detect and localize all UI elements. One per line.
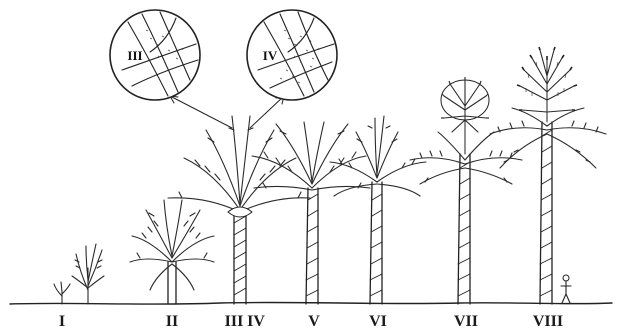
stage-vii-palm: [410, 77, 522, 304]
arrow-to-inset-iii: [170, 96, 232, 128]
inset-iii-label: III: [127, 48, 142, 63]
arrow-to-inset-iv: [250, 96, 284, 128]
stage-iii-iv-palm: [168, 116, 310, 304]
inset-iv-magnifier: IV: [247, 10, 337, 100]
inset-iv-label: IV: [263, 48, 278, 63]
stage-label-vi: VI: [369, 313, 387, 330]
stage-vi-palm: [330, 116, 426, 304]
stage-viii-palm: [490, 47, 606, 304]
human-scale-figure: [561, 275, 571, 303]
stage-i-seedling: [54, 244, 104, 304]
stage-label-v: V: [308, 313, 320, 330]
stage-label-i: I: [59, 313, 65, 330]
stage-label-iv: IV: [247, 313, 265, 330]
stage-v-palm: [252, 122, 370, 304]
ground-line: [10, 302, 612, 304]
stage-label-ii: II: [166, 313, 178, 330]
stage-label-vii: VII: [454, 313, 478, 330]
stage-ii-rosette: [130, 200, 214, 304]
inset-iii-magnifier: III: [110, 10, 200, 100]
stage-label-iii: III: [225, 313, 244, 330]
stage-label-viii: VIII: [533, 313, 563, 330]
